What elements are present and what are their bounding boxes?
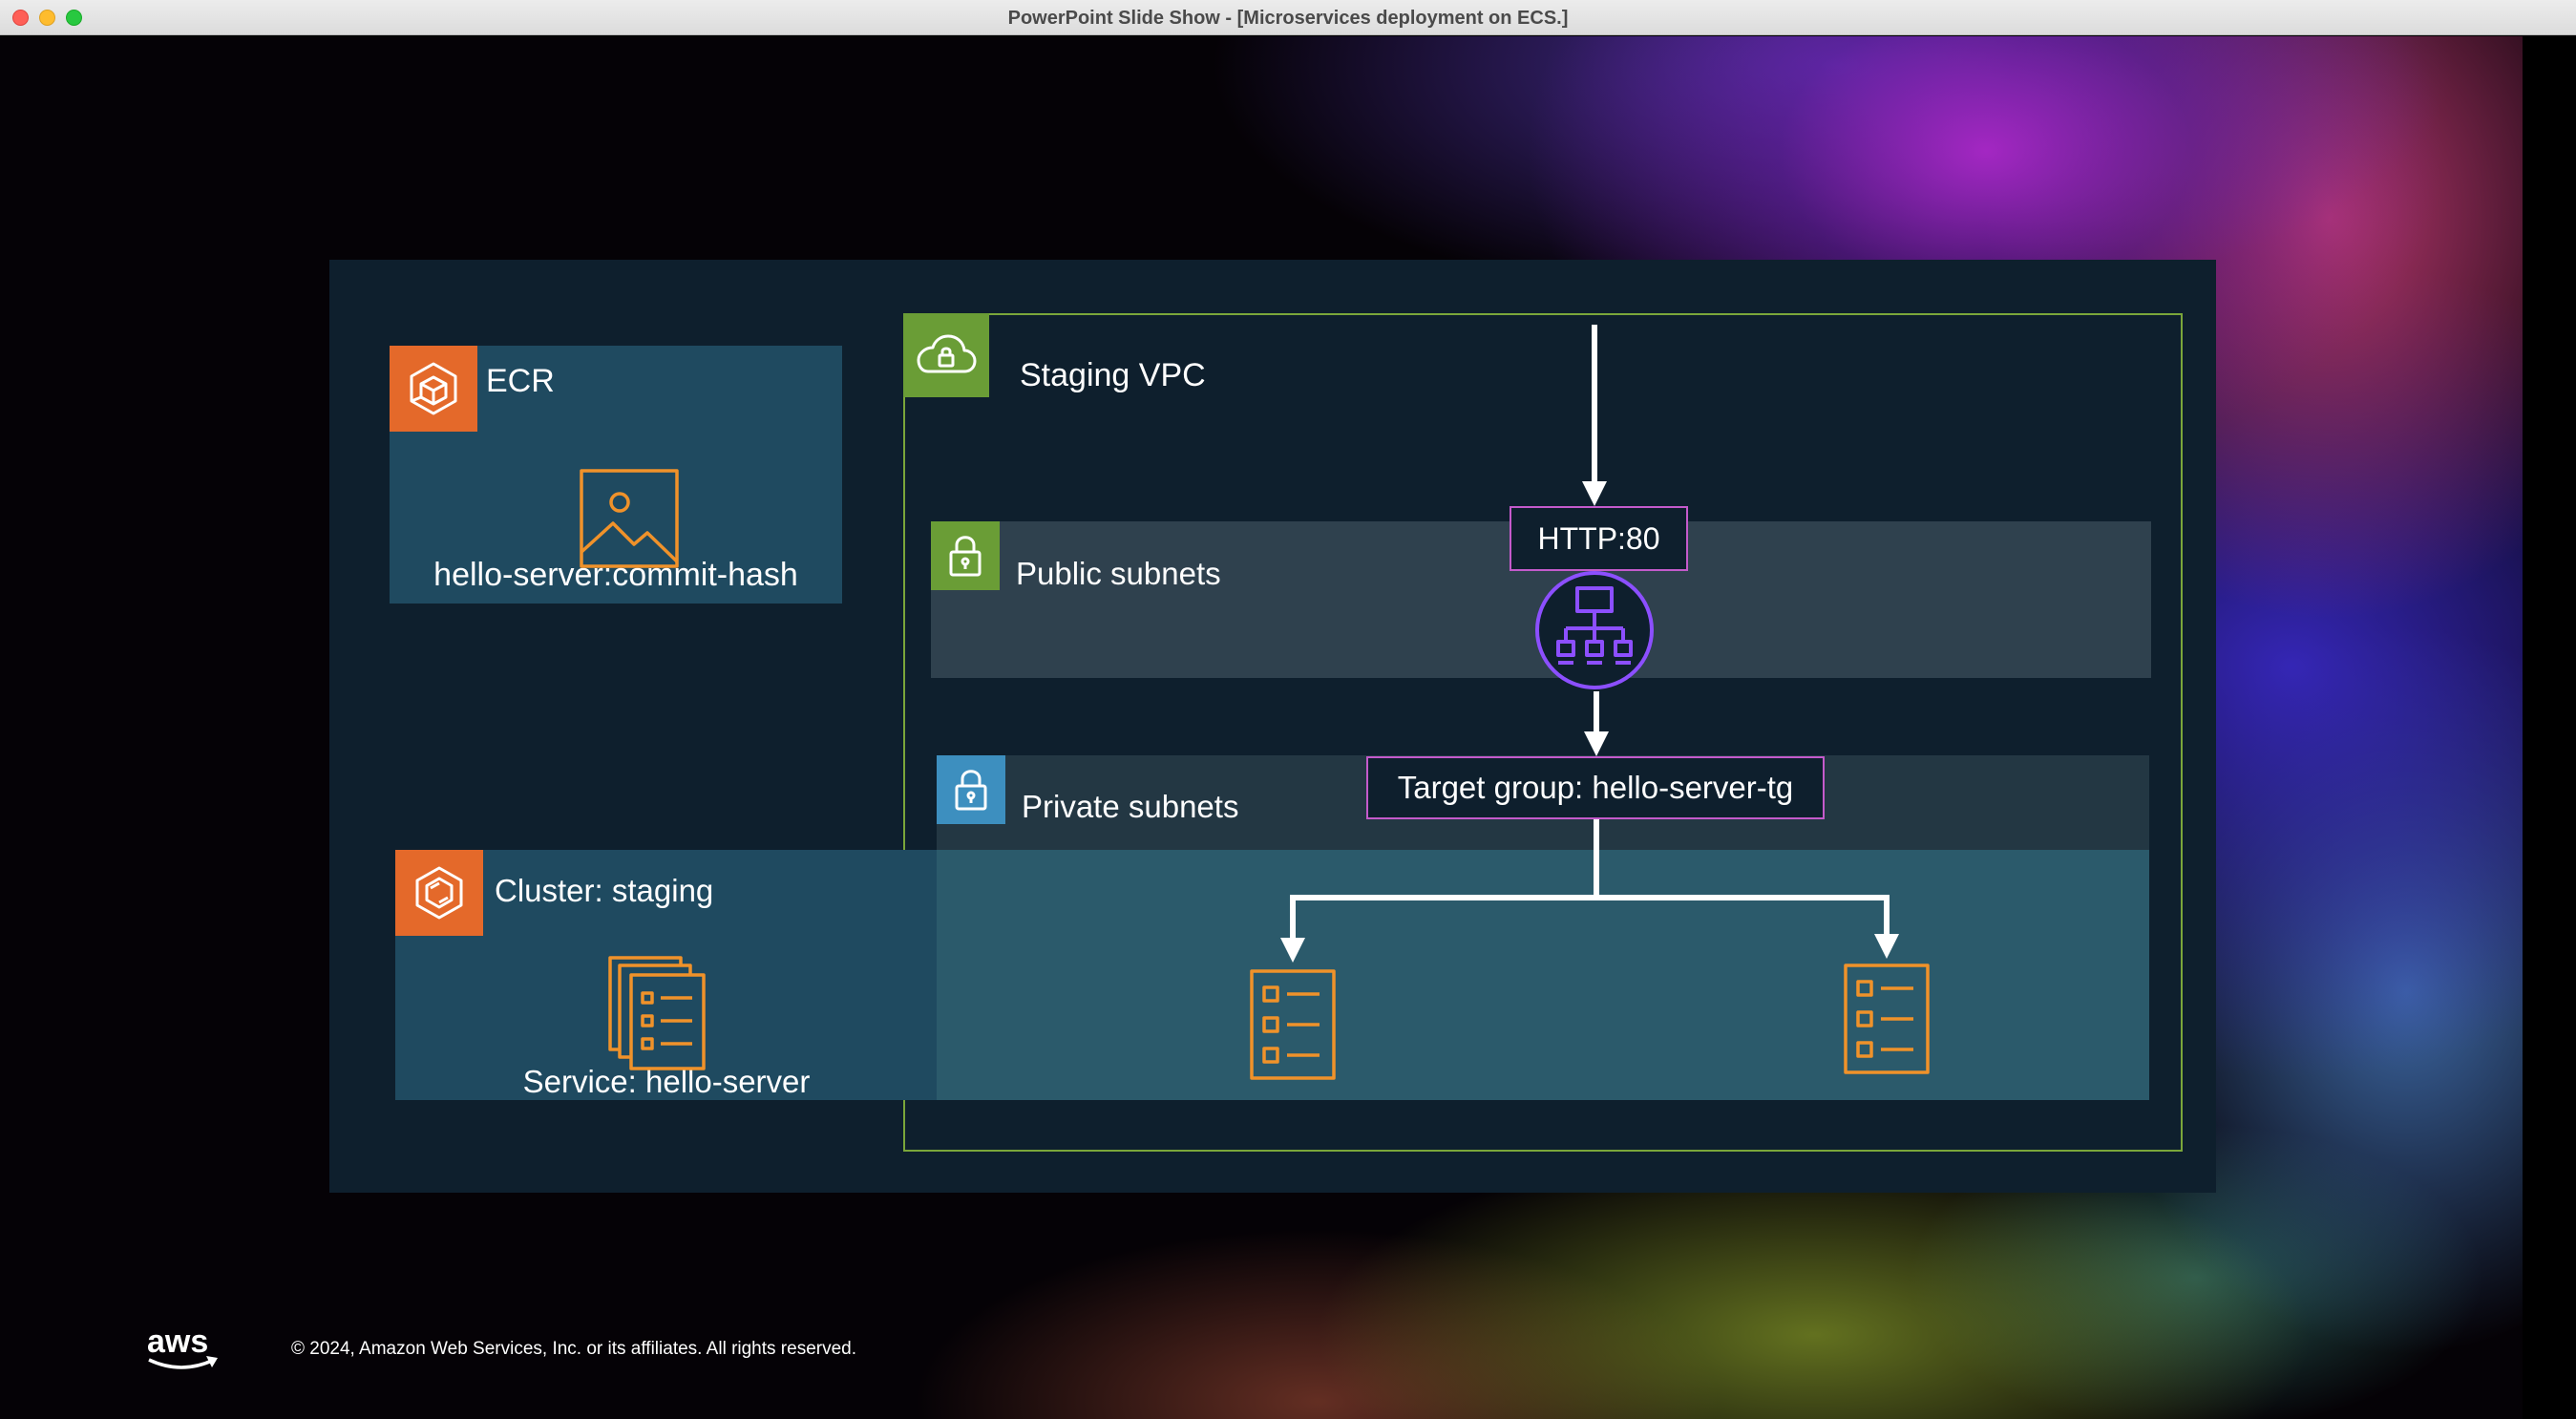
staging-vpc-container <box>903 313 2183 1152</box>
window-edge <box>2523 36 2576 1419</box>
private-subnets-label: Private subnets <box>1022 789 1239 824</box>
vpc-cloud-lock-icon <box>903 313 989 397</box>
window-titlebar: PowerPoint Slide Show - [Microservices d… <box>0 0 2576 35</box>
target-group: Target group: hello-server-tg <box>1366 756 1825 819</box>
private-subnet-lock-icon <box>937 755 1005 824</box>
traffic-flow-arrows <box>1280 325 1899 963</box>
ecr-registry-icon <box>390 346 477 432</box>
minimize-window-button[interactable] <box>39 10 55 26</box>
vpc-title: Staging VPC <box>1020 357 1206 393</box>
public-subnet-lock-icon <box>931 521 1000 590</box>
public-subnets-label: Public subnets <box>1016 556 1221 591</box>
application-load-balancer-icon <box>1533 569 1656 696</box>
close-window-button[interactable] <box>12 10 29 26</box>
ecs-task-icon <box>1843 963 1932 1082</box>
ecr-title: ECR <box>486 363 555 399</box>
ecs-task-icon <box>1249 968 1339 1088</box>
svg-text:aws: aws <box>147 1324 208 1360</box>
footer-copyright: © 2024, Amazon Web Services, Inc. or its… <box>291 1339 857 1359</box>
ecr-image-label: hello-server:commit-hash <box>433 557 798 593</box>
slide[interactable]: ECR hello-server:commit-hash Staging VPC… <box>0 36 2523 1419</box>
ecs-service-icon <box>607 955 707 1076</box>
cluster-title: Cluster: staging <box>495 873 714 908</box>
cluster-tasks-region <box>937 850 2149 1100</box>
aws-logo: aws <box>143 1324 223 1380</box>
ecs-cluster-icon <box>395 850 483 936</box>
container-image-icon <box>579 468 680 574</box>
http-listener-label: HTTP:80 <box>1537 520 1660 556</box>
target-group-label: Target group: hello-server-tg <box>1397 770 1794 805</box>
zoom-window-button[interactable] <box>66 10 82 26</box>
http-listener: HTTP:80 <box>1510 506 1688 571</box>
window-title: PowerPoint Slide Show - [Microservices d… <box>1007 8 1569 29</box>
